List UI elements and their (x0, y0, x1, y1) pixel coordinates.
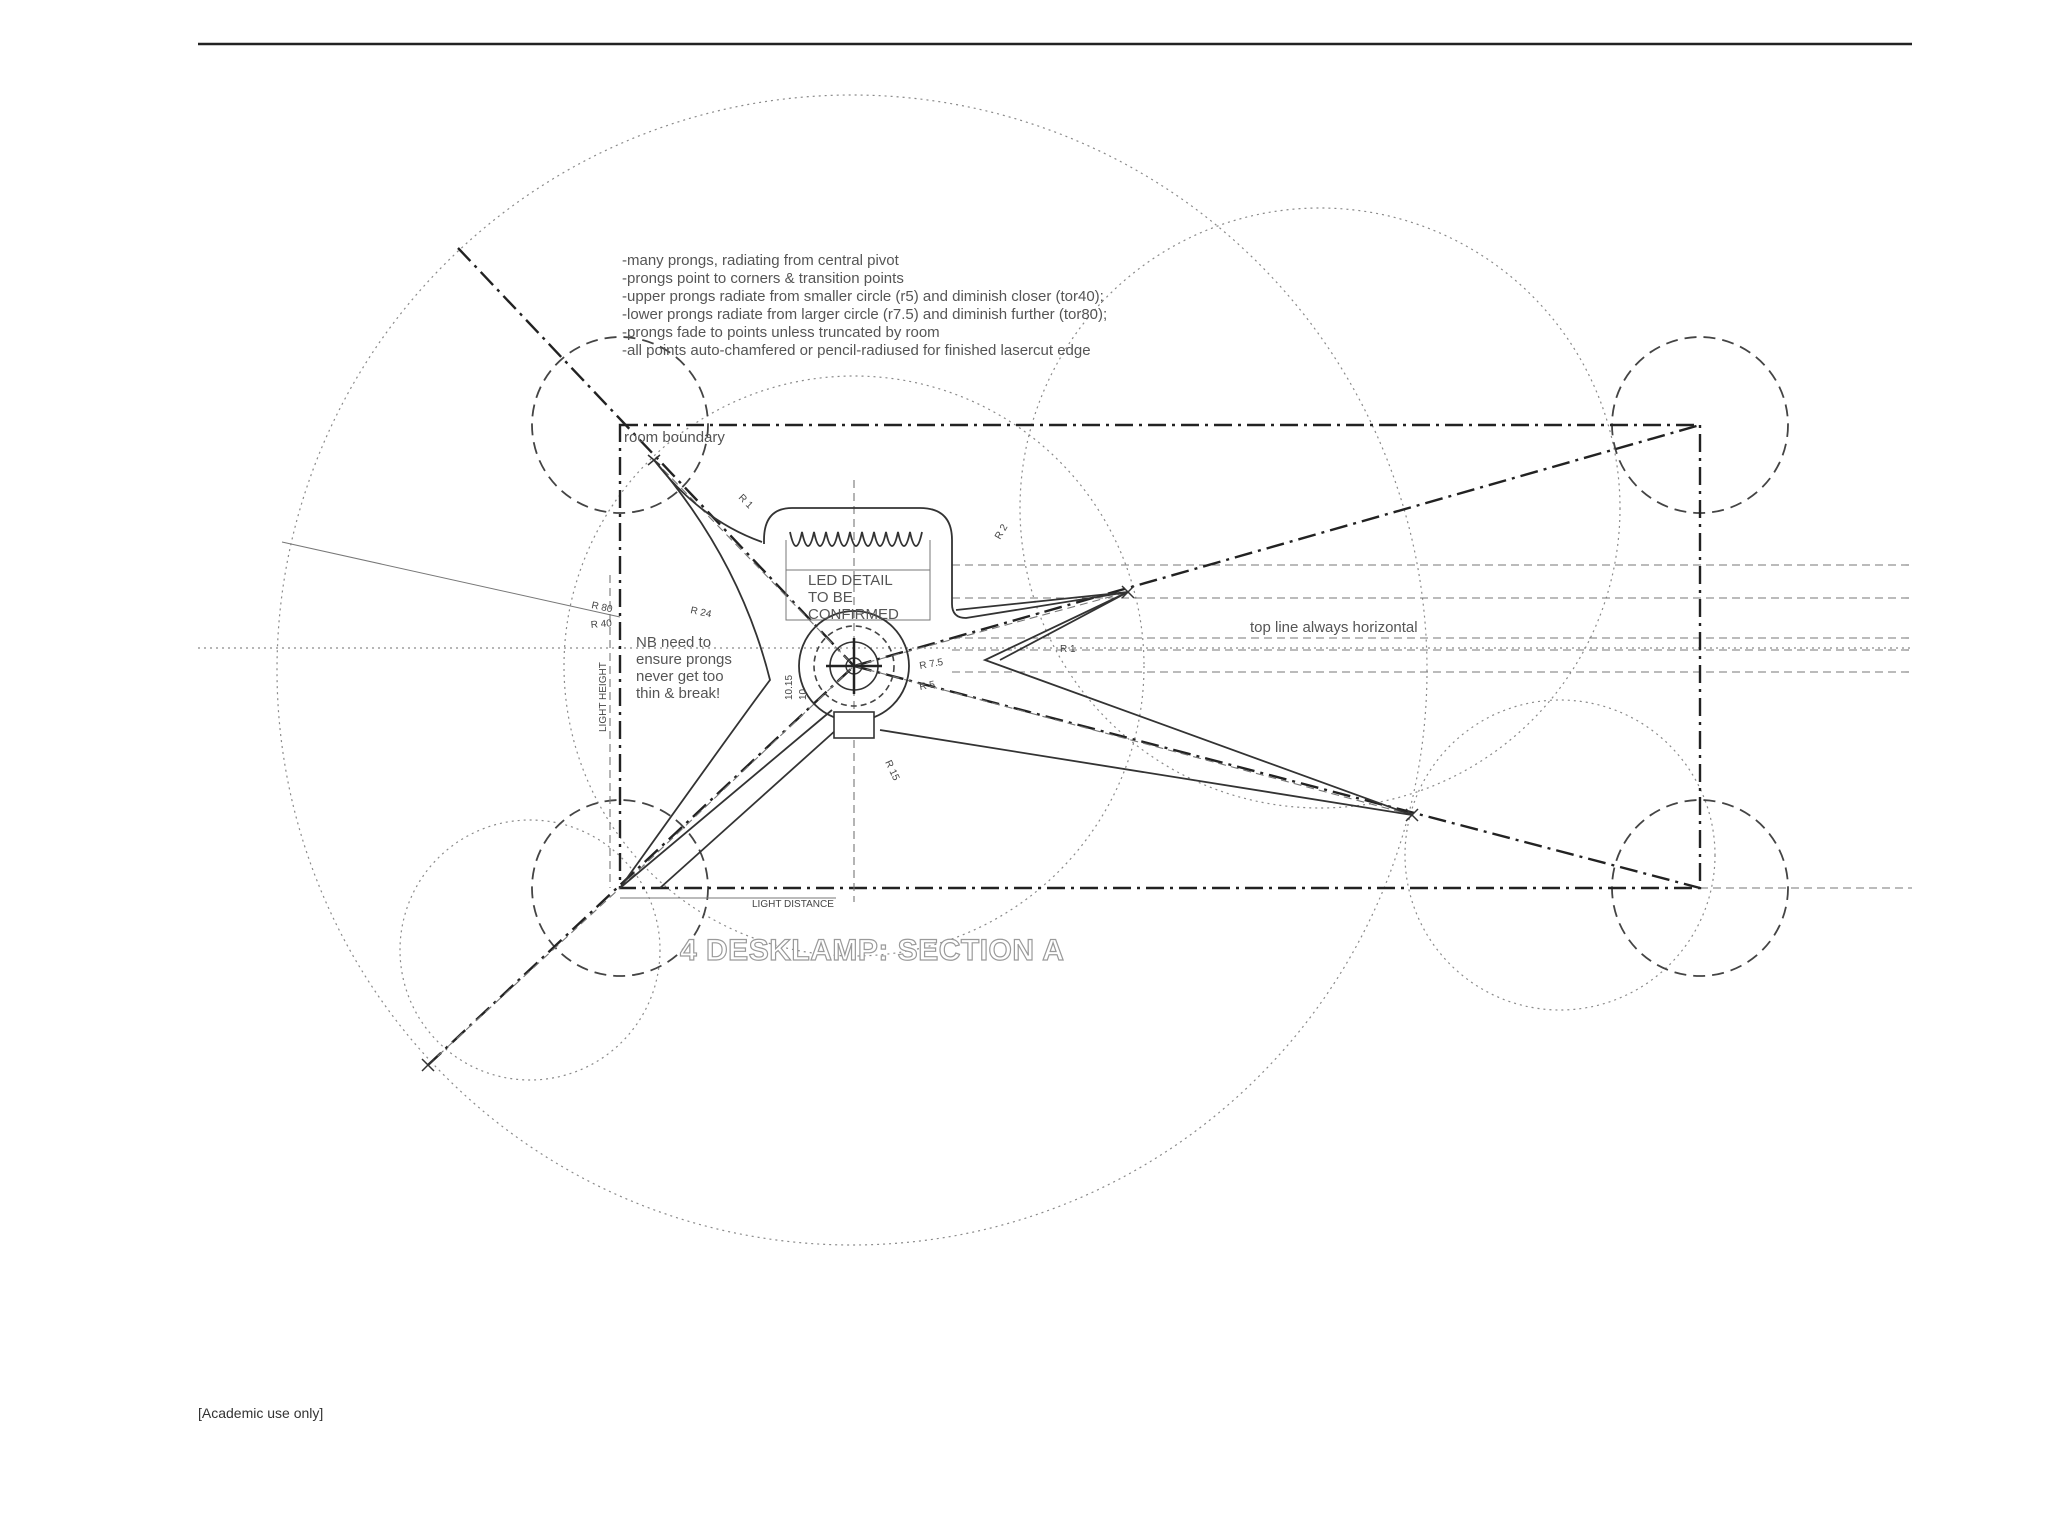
point-markers (421, 454, 1419, 1072)
dim-r15: R 15 (882, 759, 901, 783)
light-distance-label: LIGHT DISTANCE (752, 899, 834, 910)
room-boundary-label: room boundary (624, 429, 725, 446)
note-line-1: -many prongs, radiating from central piv… (622, 252, 900, 269)
dim-r1-right: R 1 (1060, 644, 1076, 655)
led-detail-line-3: CONFIRMED (808, 606, 899, 623)
central-pivot (798, 610, 910, 739)
top-line-label: top line always horizontal (1250, 619, 1418, 636)
note-line-4: -lower prongs radiate from larger circle… (622, 306, 1107, 323)
led-detail-line-2: TO BE (808, 589, 853, 606)
prong-shapes (619, 459, 1413, 889)
note-line-2: -prongs point to corners & transition po… (622, 270, 904, 287)
dim-r2: R 2 (993, 522, 1011, 541)
nb-note-line-2: ensure prongs (636, 651, 732, 668)
nb-note-line-1: NB need to (636, 634, 711, 651)
dim-r40: R 40 (590, 618, 612, 631)
led-detail-line-1: LED DETAIL (808, 572, 893, 589)
led-fins (789, 531, 923, 547)
nb-note: NB need to ensure prongs never get too t… (636, 634, 732, 702)
dim-r80: R 80 (590, 600, 613, 615)
nb-note-line-4: thin & break! (636, 685, 720, 702)
note-line-3: -upper prongs radiate from smaller circl… (622, 288, 1104, 305)
construction-circles (276, 94, 1716, 1246)
dim-r7-5: R 7.5 (919, 657, 945, 672)
dim-r5: R 5 (919, 679, 937, 693)
horizontal-guides (198, 564, 1912, 889)
note-line-6: -all points auto-chamfered or pencil-rad… (622, 342, 1091, 359)
led-housing (763, 507, 1129, 621)
dim-r24: R 24 (689, 605, 712, 620)
light-height-label: LIGHT HEIGHT (598, 662, 609, 732)
nb-note-line-3: never get too (636, 668, 724, 685)
led-detail-label: LED DETAIL TO BE CONFIRMED (808, 572, 899, 623)
section-title: 4 DESKLAMP: SECTION A (680, 934, 1064, 967)
radial-lines (281, 247, 1701, 1066)
academic-use-footer: [Academic use only] (198, 1405, 323, 1421)
note-line-5: -prongs fade to points unless truncated … (622, 324, 940, 341)
dim-r1-top: R 1 (736, 492, 755, 511)
dim-10: 10 (798, 688, 809, 700)
room-boundary-rect (618, 423, 1702, 890)
dim-10-15: 10.15 (784, 675, 795, 700)
design-notes: -many prongs, radiating from central piv… (622, 252, 1107, 359)
